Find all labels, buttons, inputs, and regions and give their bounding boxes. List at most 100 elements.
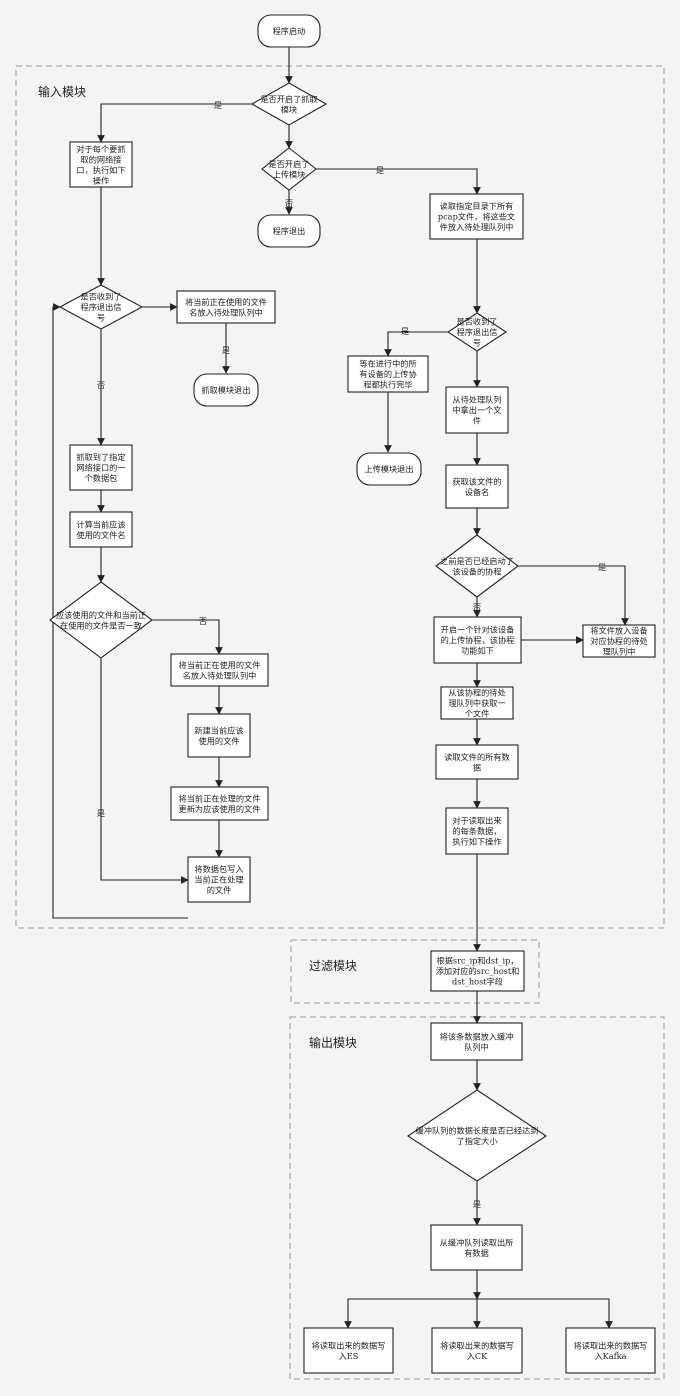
node-label-line: 对于每个要抓 (76, 144, 125, 154)
node-label-line: 对于读取出来 (452, 816, 501, 826)
process-read-all-data (435, 744, 519, 780)
node-label-compute-filename: 计算当前应该使用的文件名 (76, 519, 125, 540)
nodes (49, 14, 656, 1374)
node-label-d-same-file: 应该使用的文件和当前正在使用的文件是否一致 (56, 610, 146, 631)
node-label-line: 程序退出信 (81, 302, 122, 312)
node-label-line: 上传模块退出 (364, 464, 413, 474)
process-wait-uploads (347, 355, 429, 393)
decision-upload-enabled (261, 147, 317, 191)
process-put-buffer (430, 1022, 523, 1061)
process-add-host-fields (430, 950, 525, 992)
node-label-line: 名放入待处理队列中 (183, 670, 257, 680)
process-write-packet (187, 856, 251, 903)
node-label-line: 取的网络接 (81, 154, 122, 164)
edge-same-yes (100, 658, 189, 884)
process-update-file (170, 786, 269, 821)
node-label-line: 号 (473, 338, 481, 348)
edge-label-yes: 是 (598, 562, 606, 572)
edge-label-yes: 是 (376, 165, 384, 175)
edge-label-no: 否 (473, 602, 481, 612)
node-label-start: 程序启动 (273, 26, 306, 36)
node-label-line: 将读取出来的数据写 (440, 1340, 514, 1350)
decision-buffer-size (407, 1089, 547, 1182)
edge-label-yes: 是 (473, 1199, 481, 1209)
node-label-line: 有设备的上传协 (359, 369, 416, 379)
node-label-line: 将读取出来的数据写 (574, 1340, 648, 1350)
node-label-update-file: 将当前正在处理的文件更新为应该使用的文件 (179, 793, 261, 814)
node-label-line: 程序退出 (273, 226, 306, 236)
node-label-line: 号 (97, 313, 105, 323)
process-get-device (445, 464, 509, 509)
node-label-line: 读取指定目录下所有 (440, 201, 514, 211)
start-terminal (257, 14, 321, 48)
node-label-line: 将当前正在处理的文件 (179, 793, 261, 803)
edges (52, 47, 629, 1329)
node-label-line: 使用的文件名 (76, 530, 125, 540)
edge-upload-yes (316, 168, 481, 195)
node-label-line: pcap文件，将这些文 (438, 212, 515, 222)
node-label-line: 该设备的协程 (452, 566, 501, 576)
node-label-line: 个数据包 (85, 473, 118, 483)
node-label-line: 理队列中获取一 (448, 698, 505, 708)
node-label-line: 将当前正在使用的文件 (179, 660, 261, 670)
node-label-line: 从缓冲队列读取出所 (440, 1237, 514, 1247)
edge-same-no (152, 619, 223, 655)
process-start-coroutine (433, 616, 522, 664)
node-label-line: 读取文件的所有数 (444, 752, 510, 762)
region-filter-title: 过滤模块 (309, 959, 357, 973)
node-label-line: 模块 (281, 104, 297, 114)
process-write-ck (431, 1327, 523, 1374)
node-label-line: 有数据 (464, 1248, 489, 1258)
node-label-exit-prog: 程序退出 (273, 226, 306, 236)
node-label-coroutine-get: 从该协程的待处理队列中获取一个文件 (448, 688, 505, 719)
node-label-line: 根据src_ip和dst_ip， (436, 956, 518, 966)
node-label-line: 上传模块 (273, 169, 306, 179)
node-label-line: 的文件 (207, 885, 232, 895)
node-label-line: 件放入待处理队列中 (440, 222, 514, 232)
edge-label-yes: 是 (401, 326, 409, 336)
node-label-line: 将数据包写入 (194, 864, 243, 874)
node-label-line: 等在进行中的所 (359, 359, 416, 369)
edge-split-es (344, 1298, 477, 1329)
node-label-line: 是否开启了抓取 (260, 94, 317, 104)
node-label-line: 获取该文件的 (452, 476, 501, 486)
decision-coroutine-started (435, 534, 519, 598)
node-label-capture-exit: 抓取模块退出 (201, 385, 250, 395)
node-label-line: 缓冲队列的数据长度是否已经达到 (416, 1125, 539, 1135)
process-take-file (445, 386, 509, 434)
node-label-get-device: 获取该文件的设备名 (452, 476, 501, 497)
node-label-line: 计算当前应该 (76, 519, 125, 529)
process-foreach-interface (69, 141, 133, 188)
node-label-line: 设备名 (465, 487, 490, 497)
process-read-directory (429, 193, 524, 240)
node-label-line: 将文件放入设备 (590, 626, 647, 636)
node-label-d-exit-signal-left: 是否收到了程序退出信号 (81, 292, 122, 323)
node-label-line: 执行如下操作 (452, 837, 501, 847)
node-label-take-file: 从待处理队列中拿出一个文件 (452, 395, 501, 426)
node-label-line: 是否收到了 (457, 317, 498, 327)
edge-label-no: 否 (285, 198, 293, 208)
process-queue-current-file (176, 290, 276, 324)
node-label-line: 程序退出信 (457, 327, 498, 337)
node-label-captured-packet: 抓取到了指定网络接口的一个数据包 (76, 452, 125, 483)
node-label-line: 新建当前应该 (194, 725, 243, 735)
node-label-line: 名放入待处理队列中 (189, 307, 263, 317)
edge-coroutine-yes (518, 565, 629, 626)
node-label-line: 入ES (339, 1351, 359, 1361)
node-label-line: 功能如下 (461, 646, 494, 656)
region-output: 输出模块 (289, 1016, 665, 1380)
program-exit-terminal (257, 214, 321, 248)
node-label-to-buffer: 将该条数据放入缓冲队列中 (440, 1031, 514, 1052)
node-label-line: dst_host字段 (452, 977, 503, 987)
node-label-upload-exit: 上传模块退出 (364, 464, 413, 474)
node-label-line: 是否收到了 (81, 292, 122, 302)
node-label-write-es: 将读取出来的数据写入ES (312, 1340, 386, 1361)
edge-split-kafka (477, 1298, 613, 1329)
node-label-write-packet: 将数据包写入当前正在处理的文件 (194, 864, 243, 895)
edge-signal-yes-right (384, 331, 448, 357)
node-label-d-buffer-size: 缓冲队列的数据长度是否已经达到了指定大小 (416, 1125, 539, 1146)
node-label-line: 将当前正在使用的文件 (185, 297, 267, 307)
region-input: 输入模块 (15, 65, 665, 929)
node-label-read-all-data: 读取文件的所有数据 (444, 752, 510, 773)
